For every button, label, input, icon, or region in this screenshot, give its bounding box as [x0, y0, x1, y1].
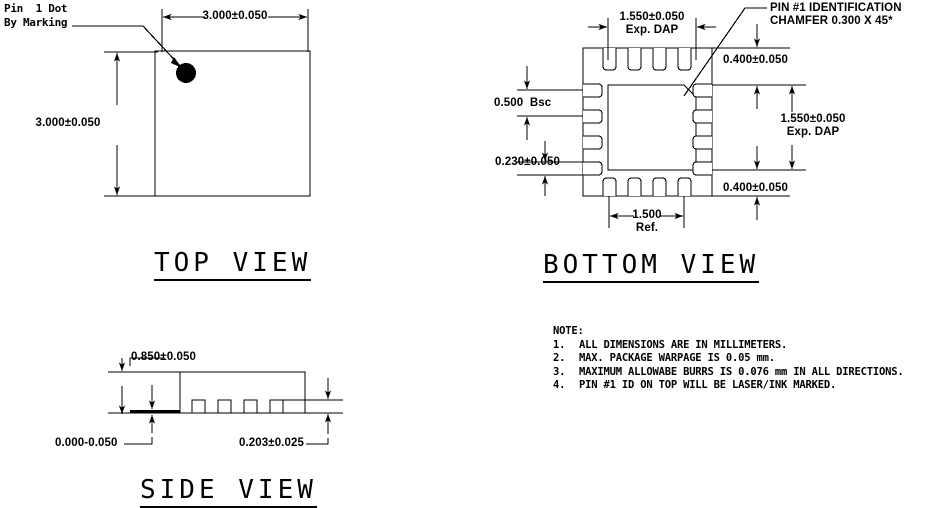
dap-top-unit-label: Exp. DAP: [625, 24, 679, 36]
side-view-leads: [191, 399, 284, 414]
top-view-width-label: 3.000±0.050: [202, 10, 268, 22]
note-item: 3. MAXIMUM ALLOWABE BURRS IS 0.076 mm IN…: [553, 365, 904, 380]
ref-unit-label: Ref.: [635, 222, 659, 234]
bottom-view-title: BOTTOM VIEW: [543, 250, 760, 283]
ref-value-label: 1.500: [632, 209, 662, 221]
side-view-height-dimension: [108, 357, 182, 415]
note-item: 2. MAX. PACKAGE WARPAGE IS 0.05 mm.: [553, 352, 903, 366]
pin1-identification-line1: PIN #1 IDENTIFICATION: [770, 2, 902, 14]
note-text: MAX. PACKAGE WARPAGE IS 0.05 mm.: [579, 352, 775, 365]
note-text: PIN #1 ID ON TOP WILL BE LASER/INK MARKE…: [579, 379, 837, 392]
pin1-callout-line2: By Marking: [4, 16, 68, 29]
bottom-view-pins-bottom: [602, 177, 692, 196]
note-item: 4. PIN #1 ID ON TOP WILL BE LASER/INK MA…: [553, 379, 903, 393]
pitch-label: 0.500 Bsc: [494, 97, 552, 109]
side-view-standoff-label: 0.000-0.050: [55, 437, 118, 449]
side-view-standoff-bar: [130, 410, 180, 414]
note-text: ALL DIMENSIONS ARE IN MILLIMETERS.: [579, 338, 788, 351]
dap-top-value-label: 1.550±0.050: [619, 11, 685, 23]
side-view-lead-thickness-dimension: [283, 378, 343, 445]
note-text: MAXIMUM ALLOWABE BURRS IS 0.076 mm IN AL…: [579, 365, 904, 378]
notes-block: NOTE: 1. ALL DIMENSIONS ARE IN MILLIMETE…: [553, 325, 904, 393]
pin1-leader-line: [72, 25, 183, 69]
ref-dimension: [608, 196, 685, 228]
pin1-callout-line1: Pin 1 Dot: [4, 2, 68, 15]
corner-top-label: 0.400±0.050: [723, 54, 788, 66]
side-view-lead-thickness-label: 0.203±0.025: [239, 437, 304, 449]
top-view-height-dimension: [104, 51, 158, 197]
dap-top-dimension: [588, 18, 716, 60]
top-view-title: TOP VIEW: [154, 248, 312, 281]
note-number: 3.: [553, 365, 566, 378]
pad-width-dimension: [517, 141, 583, 196]
side-view-height-label: 0.850±0.050: [131, 351, 196, 363]
notes-list: 1. ALL DIMENSIONS ARE IN MILLIMETERS. 2.…: [553, 339, 904, 393]
corner-bottom-label: 0.400±0.050: [723, 182, 788, 194]
notes-heading: NOTE:: [553, 325, 584, 337]
dap-right-value-label: 1.550±0.050: [780, 113, 846, 125]
pad-width-label: 0.230±0.050: [495, 156, 560, 168]
pin1-dot: [176, 63, 196, 83]
dap-right-dimension: [757, 84, 806, 171]
bottom-view-pins-top: [602, 48, 692, 71]
top-view-width-dimension: [161, 9, 309, 52]
bottom-view-exposed-dap: [607, 84, 697, 171]
note-item: 1. ALL DIMENSIONS ARE IN MILLIMETERS.: [553, 339, 903, 353]
note-number: 4.: [553, 379, 566, 392]
note-number: 1.: [553, 338, 566, 351]
side-view-standoff-dimension: [124, 385, 156, 445]
bottom-view-pins-right: [692, 83, 712, 176]
note-number: 2.: [553, 352, 566, 365]
bottom-view-pins-left: [583, 83, 603, 176]
pin1-identification-line2: CHAMFER 0.300 X 45*: [770, 15, 893, 27]
pin1-identification-leader: [683, 7, 767, 97]
top-view-height-label: 3.000±0.050: [35, 117, 101, 129]
dap-right-unit-label: Exp. DAP: [786, 126, 840, 138]
pitch-dimension: [517, 66, 583, 140]
side-view-title: SIDE VIEW: [140, 475, 317, 508]
